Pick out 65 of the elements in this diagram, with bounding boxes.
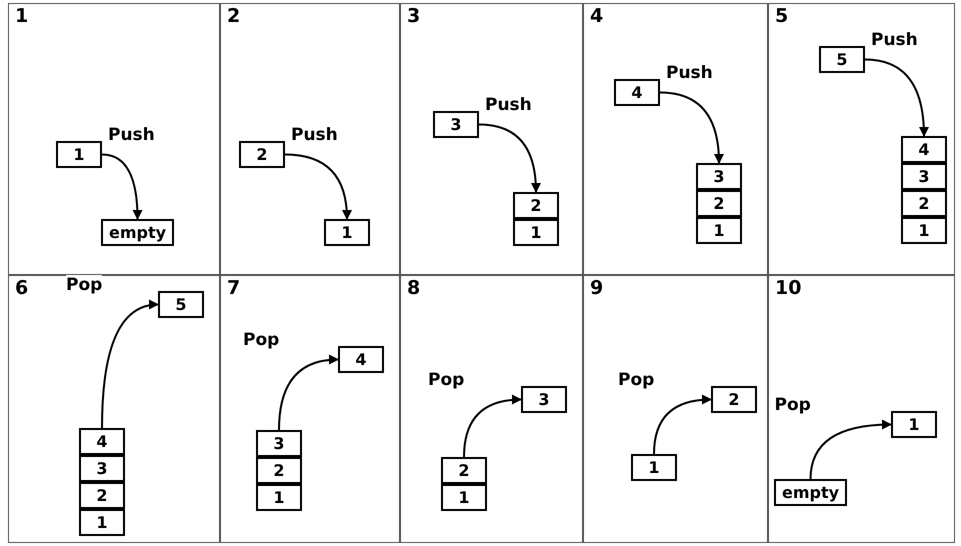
- stack-cell: 1: [79, 509, 125, 536]
- stack-cell: 2: [513, 192, 559, 219]
- stack-cell: 4: [901, 136, 947, 163]
- step-panel: [400, 275, 583, 543]
- stack-cell: 1: [901, 217, 947, 244]
- edge-label: Pop: [774, 394, 811, 414]
- edge-label: Pop: [428, 370, 464, 390]
- stack-cell: 1: [696, 217, 742, 244]
- stack-cell: 2: [441, 457, 487, 484]
- stack-cell: 3: [256, 430, 302, 457]
- item-box: 1: [891, 411, 937, 438]
- step-number: 4: [590, 4, 604, 28]
- curved-arrow: [810, 420, 892, 480]
- item-box: 3: [433, 111, 479, 138]
- step-panel: [8, 275, 220, 543]
- stack-cell: 2: [256, 457, 302, 484]
- item-box: 1: [56, 141, 102, 168]
- item-box: 4: [614, 79, 660, 106]
- stack-cell: 3: [696, 163, 742, 190]
- item-box: 4: [338, 346, 384, 373]
- step-panel: [400, 3, 583, 275]
- curved-arrow: [101, 300, 159, 428]
- item-box: 2: [239, 141, 285, 168]
- step-panel: [220, 275, 400, 543]
- step-panel: [583, 3, 768, 275]
- curved-arrow: [478, 124, 541, 193]
- stack-cell: empty: [101, 219, 174, 246]
- stack-cell: 3: [79, 455, 125, 482]
- edge-label: Pop: [66, 274, 102, 294]
- stack-cell: 2: [79, 482, 125, 509]
- step-panel: [768, 3, 955, 275]
- curved-arrow: [278, 354, 339, 430]
- stack-cell: 1: [324, 219, 370, 246]
- step-panel: [220, 3, 400, 275]
- step-number: 8: [407, 276, 420, 300]
- curved-arrow: [102, 154, 142, 220]
- curved-arrow: [653, 394, 712, 454]
- edge-label: Pop: [618, 370, 654, 390]
- stack-cell: 4: [79, 428, 125, 455]
- step-number: 6: [15, 276, 28, 300]
- stack-cell: 1: [631, 454, 677, 481]
- stack-cell: 1: [513, 219, 559, 246]
- edge-label: Pop: [243, 330, 280, 350]
- step-number: 5: [775, 4, 788, 28]
- item-box: 2: [711, 386, 757, 413]
- curved-arrow: [284, 154, 352, 220]
- step-number: 9: [590, 276, 604, 300]
- curved-arrow: [463, 394, 522, 458]
- curved-arrow: [660, 92, 724, 164]
- stack-cell: 1: [256, 484, 302, 511]
- step-number: 3: [407, 4, 420, 28]
- step-number: 7: [227, 276, 240, 300]
- step-number: 10: [775, 276, 802, 300]
- step-number: 2: [227, 4, 240, 28]
- step-panel: [583, 275, 768, 543]
- item-box: 3: [521, 386, 567, 413]
- item-box: 5: [158, 291, 204, 318]
- stack-cell: empty: [774, 479, 848, 506]
- stack-cell: 2: [696, 190, 742, 217]
- curved-arrow: [864, 58, 929, 137]
- stack-cell: 1: [441, 484, 487, 511]
- stack-cell: 2: [901, 190, 947, 217]
- stack-cell: 3: [901, 163, 947, 190]
- step-number: 1: [15, 4, 28, 28]
- item-box: 5: [819, 46, 865, 73]
